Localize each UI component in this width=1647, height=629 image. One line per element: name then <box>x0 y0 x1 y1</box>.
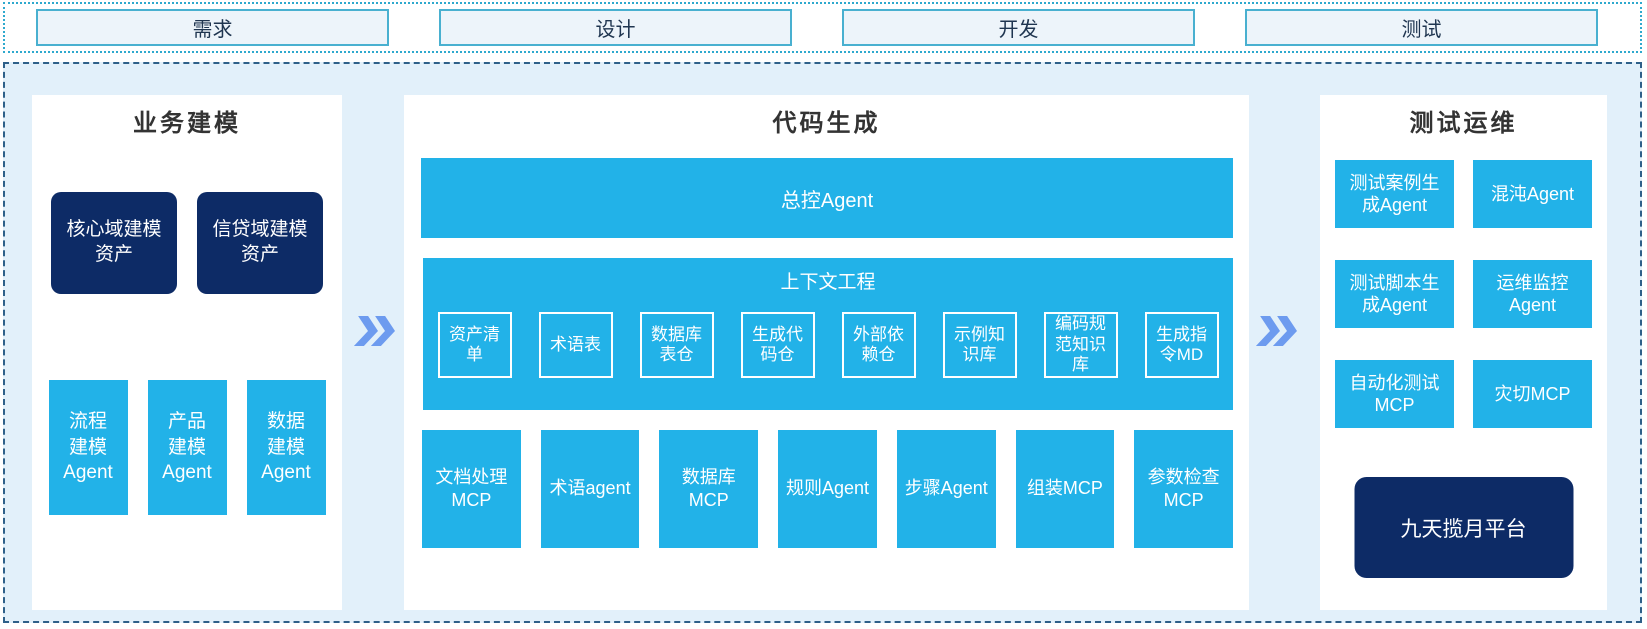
panel-code-generation: 代码生成 总控Agent 上下文工程 资产清 单 术语表 数据库 表仓 生成代 … <box>404 95 1249 610</box>
panel-business-modeling: 业务建模 核心域建模 资产 信贷域建模 资产 流程 建模 Agent 产品 建模… <box>32 95 342 610</box>
flow-arrow-icon <box>1255 316 1300 346</box>
box-test-case-generation-agent: 测试案例生 成Agent <box>1335 160 1454 228</box>
box-generation-instruction-md: 生成指 令MD <box>1144 312 1219 378</box>
box-master-control-agent: 总控Agent <box>421 158 1233 238</box>
box-core-domain-modeling-assets: 核心域建模 资产 <box>51 192 177 294</box>
box-assembly-mcp: 组装MCP <box>1015 430 1115 548</box>
business-modeling-title: 业务建模 <box>133 110 241 137</box>
context-items-row: 资产清 单 术语表 数据库 表仓 生成代 码仓 外部依 赖仓 示例知 识库 编码… <box>423 312 1233 378</box>
box-generated-code-repo: 生成代 码仓 <box>740 312 815 378</box>
stage-box-requirements: 需求 <box>36 9 389 46</box>
box-credit-domain-modeling-assets: 信贷域建模 资产 <box>197 192 323 294</box>
box-glossary: 术语表 <box>538 312 613 378</box>
test-ops-row: 自动化测试 MCP 灾切MCP <box>1320 360 1607 428</box>
test-ops-row: 测试脚本生 成Agent 运维监控 Agent <box>1320 260 1607 328</box>
box-document-processing-mcp: 文档处理 MCP <box>421 430 521 548</box>
main-diagram-container: 业务建模 核心域建模 资产 信贷域建模 资产 流程 建模 Agent 产品 建模… <box>3 62 1642 623</box>
box-process-modeling-agent: 流程 建模 Agent <box>48 380 128 515</box>
business-asset-row: 核心域建模 资产 信贷域建模 资产 <box>32 192 342 294</box>
box-data-modeling-agent: 数据 建模 Agent <box>246 380 326 515</box>
test-ops-title: 测试运维 <box>1409 110 1518 137</box>
stage-box-design: 设计 <box>439 9 792 46</box>
business-agent-row: 流程 建模 Agent 产品 建模 Agent 数据 建模 Agent <box>32 380 342 515</box>
context-engineering-title: 上下文工程 <box>780 272 876 293</box>
flow-arrow-icon <box>353 316 398 346</box>
panel-test-ops: 测试运维 测试案例生 成Agent 混沌Agent 测试脚本生 成Agent 运… <box>1320 95 1607 610</box>
code-generation-title: 代码生成 <box>772 110 881 137</box>
box-example-knowledge-base: 示例知 识库 <box>942 312 1017 378</box>
test-ops-row: 测试案例生 成Agent 混沌Agent <box>1320 160 1607 228</box>
box-chaos-agent: 混沌Agent <box>1473 160 1592 228</box>
box-database-mcp: 数据库 MCP <box>659 430 759 548</box>
stage-box-development: 开发 <box>842 9 1195 46</box>
box-parameter-check-mcp: 参数检查 MCP <box>1134 430 1234 548</box>
box-database-table-repo: 数据库 表仓 <box>639 312 714 378</box>
codegen-tools-row: 文档处理 MCP 术语agent 数据库 MCP 规则Agent 步骤Agent… <box>421 430 1234 548</box>
box-jiutian-lanyue-platform: 九天揽月平台 <box>1354 477 1573 578</box>
context-engineering-container: 上下文工程 资产清 单 术语表 数据库 表仓 生成代 码仓 外部依 赖仓 示例知… <box>423 258 1233 410</box>
box-asset-inventory: 资产清 单 <box>437 312 512 378</box>
box-glossary-agent: 术语agent <box>540 430 640 548</box>
box-rule-agent: 规则Agent <box>778 430 877 548</box>
box-automated-testing-mcp: 自动化测试 MCP <box>1335 360 1454 428</box>
box-disaster-switch-mcp: 灾切MCP <box>1473 360 1592 428</box>
box-external-dependency-repo: 外部依 赖仓 <box>841 312 916 378</box>
box-step-agent: 步骤Agent <box>896 430 996 548</box>
box-coding-standard-knowledge-base: 编码规 范知识 库 <box>1043 312 1118 378</box>
box-product-modeling-agent: 产品 建模 Agent <box>147 380 227 515</box>
stage-box-testing: 测试 <box>1245 9 1598 46</box>
box-test-script-generation-agent: 测试脚本生 成Agent <box>1335 260 1454 328</box>
stage-strip: 需求 设计 开发 测试 <box>3 2 1642 53</box>
box-ops-monitoring-agent: 运维监控 Agent <box>1473 260 1592 328</box>
